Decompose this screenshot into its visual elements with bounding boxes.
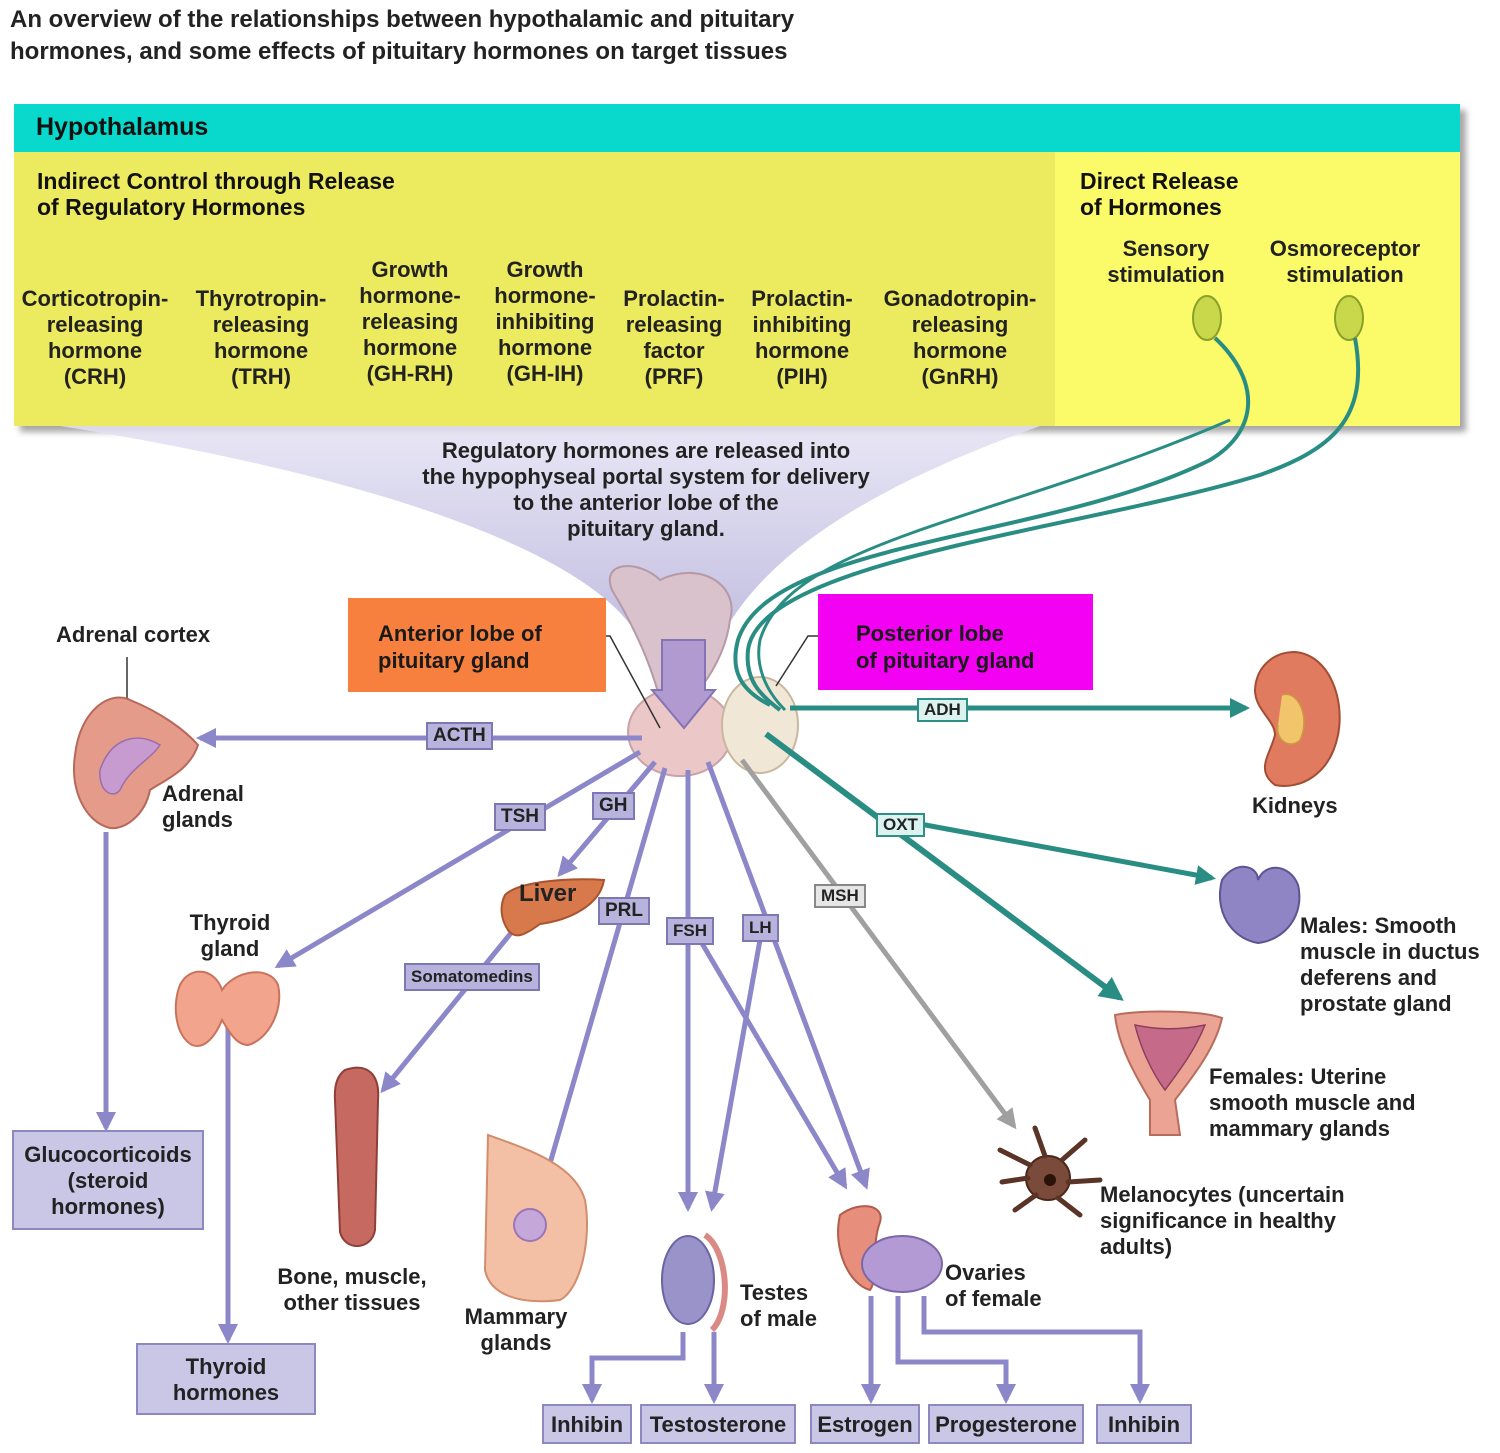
label-females-target: Females: Uterine smooth muscle and mamma… (1209, 1064, 1416, 1141)
liver-shape (500, 878, 606, 937)
osmoreceptor-stimulation: Osmoreceptor stimulation (1269, 236, 1421, 287)
tag-gh: GH (592, 792, 635, 820)
product-inhibin-female: Inhibin (1096, 1404, 1192, 1444)
posterior-lobe-shape (721, 676, 799, 774)
portal-system-note: Regulatory hormones are released into th… (422, 438, 870, 541)
label-mammary-glands: Mammary glands (464, 1304, 568, 1355)
hypothalamus-title: Hypothalamus (36, 113, 209, 141)
anterior-lobe-box: Anterior lobe of pituitary gland (348, 598, 606, 692)
portal-arrow (649, 639, 718, 730)
portal-funnel (60, 426, 1040, 640)
label-testes: Testes of male (740, 1280, 818, 1331)
ovary-shape (861, 1235, 943, 1293)
label-adrenal-glands: Adrenal glands (162, 781, 244, 832)
direct-release-title: Direct Release of Hormones (1080, 168, 1239, 220)
label-kidneys: Kidneys (1252, 793, 1338, 818)
hormone-trh: Thyrotropin- releasing hormone (TRH) (195, 286, 327, 389)
sensory-stimulation: Sensory stimulation (1107, 236, 1225, 287)
hormone-ghih: Growth hormone- inhibiting hormone (GH-I… (494, 257, 596, 386)
muscle-shape (333, 1066, 380, 1247)
sensory-neuron-body (1192, 295, 1222, 341)
product-testosterone: Testosterone (640, 1404, 796, 1444)
label-males-target: Males: Smooth muscle in ductus deferens … (1300, 913, 1480, 1016)
figure-title: An overview of the relationships between… (10, 6, 795, 65)
product-estrogen: Estrogen (810, 1404, 920, 1444)
anterior-lobe-label: Anterior lobe of pituitary gland (378, 621, 542, 673)
label-thyroid-gland: Thyroid gland (189, 910, 271, 961)
hormone-prf: Prolactin- releasing factor (PRF) (623, 286, 725, 389)
tag-tsh: TSH (494, 803, 546, 831)
product-inhibin-male: Inhibin (542, 1404, 632, 1444)
hormone-crh: Corticotropin- releasing hormone (CRH) (21, 286, 169, 389)
hormone-ghrh: Growth hormone- releasing hormone (GH-RH… (359, 257, 461, 386)
label-adrenal-cortex: Adrenal cortex (56, 622, 211, 647)
testes-shape (661, 1235, 715, 1325)
melanocyte-shape (997, 1125, 1103, 1218)
hormone-gnrh: Gonadotropin- releasing hormone (GnRH) (883, 286, 1037, 389)
product-progesterone: Progesterone (928, 1404, 1084, 1444)
tag-adh: ADH (917, 698, 968, 722)
tag-msh: MSH (814, 884, 866, 908)
tag-fsh: FSH (666, 917, 714, 945)
label-ovaries: Ovaries of female (945, 1260, 1042, 1311)
label-liver: Liver (519, 880, 577, 907)
product-glucocorticoids: Glucocorticoids (steroid hormones) (12, 1130, 204, 1230)
tag-somatomedins: Somatomedins (404, 963, 540, 991)
hypothalamus-header: Hypothalamus (14, 104, 1460, 152)
posterior-lobe-label: Posterior lobe of pituitary gland (856, 621, 1035, 673)
label-bone-muscle: Bone, muscle, other tissues (277, 1264, 427, 1315)
tag-acth: ACTH (426, 722, 493, 750)
posterior-lobe-box: Posterior lobe of pituitary gland (818, 594, 1093, 690)
hormone-pih: Prolactin- inhibiting hormone (PIH) (751, 286, 853, 389)
tag-prl: PRL (598, 897, 650, 925)
osmoreceptor-neuron-body (1334, 295, 1364, 341)
tag-oxt: OXT (876, 813, 925, 837)
label-melanocytes: Melanocytes (uncertain significance in h… (1100, 1182, 1345, 1259)
thyroid-gland-shape (174, 970, 281, 1047)
prostate-shape (1218, 865, 1301, 945)
indirect-control-title: Indirect Control through Release of Regu… (37, 168, 395, 220)
tag-lh: LH (742, 914, 779, 942)
direct-release-panel (1055, 152, 1460, 426)
product-thyroid-hormones: Thyroid hormones (136, 1343, 316, 1415)
